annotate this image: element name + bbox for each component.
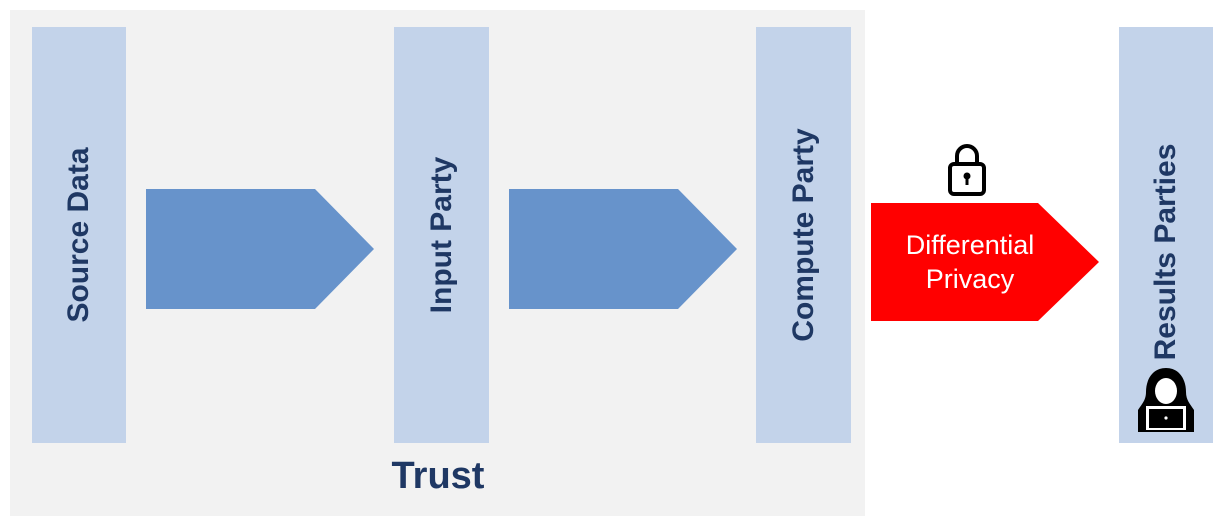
trust-label: Trust	[391, 455, 485, 497]
differential-privacy-line1: Differential	[905, 230, 1035, 260]
differential-privacy-line2: Privacy	[925, 264, 1015, 294]
compute-party-label: Compute Party	[786, 128, 820, 342]
flow-arrow-source-to-input	[146, 189, 374, 309]
flow-arrow-input-to-compute	[509, 189, 737, 309]
input-party-label: Input Party	[424, 156, 458, 314]
source-data-label: Source Data	[62, 147, 95, 323]
lock-icon	[948, 144, 986, 196]
differential-privacy-label: Differential Privacy	[871, 203, 1069, 321]
compute-party-column: Compute Party	[756, 27, 851, 443]
input-party-column: Input Party	[394, 27, 489, 443]
results-parties-label: Results Parties	[1149, 143, 1182, 361]
hacker-icon	[1138, 368, 1194, 432]
differential-privacy-arrow	[871, 203, 1099, 321]
source-data-column: Source Data	[32, 27, 126, 443]
